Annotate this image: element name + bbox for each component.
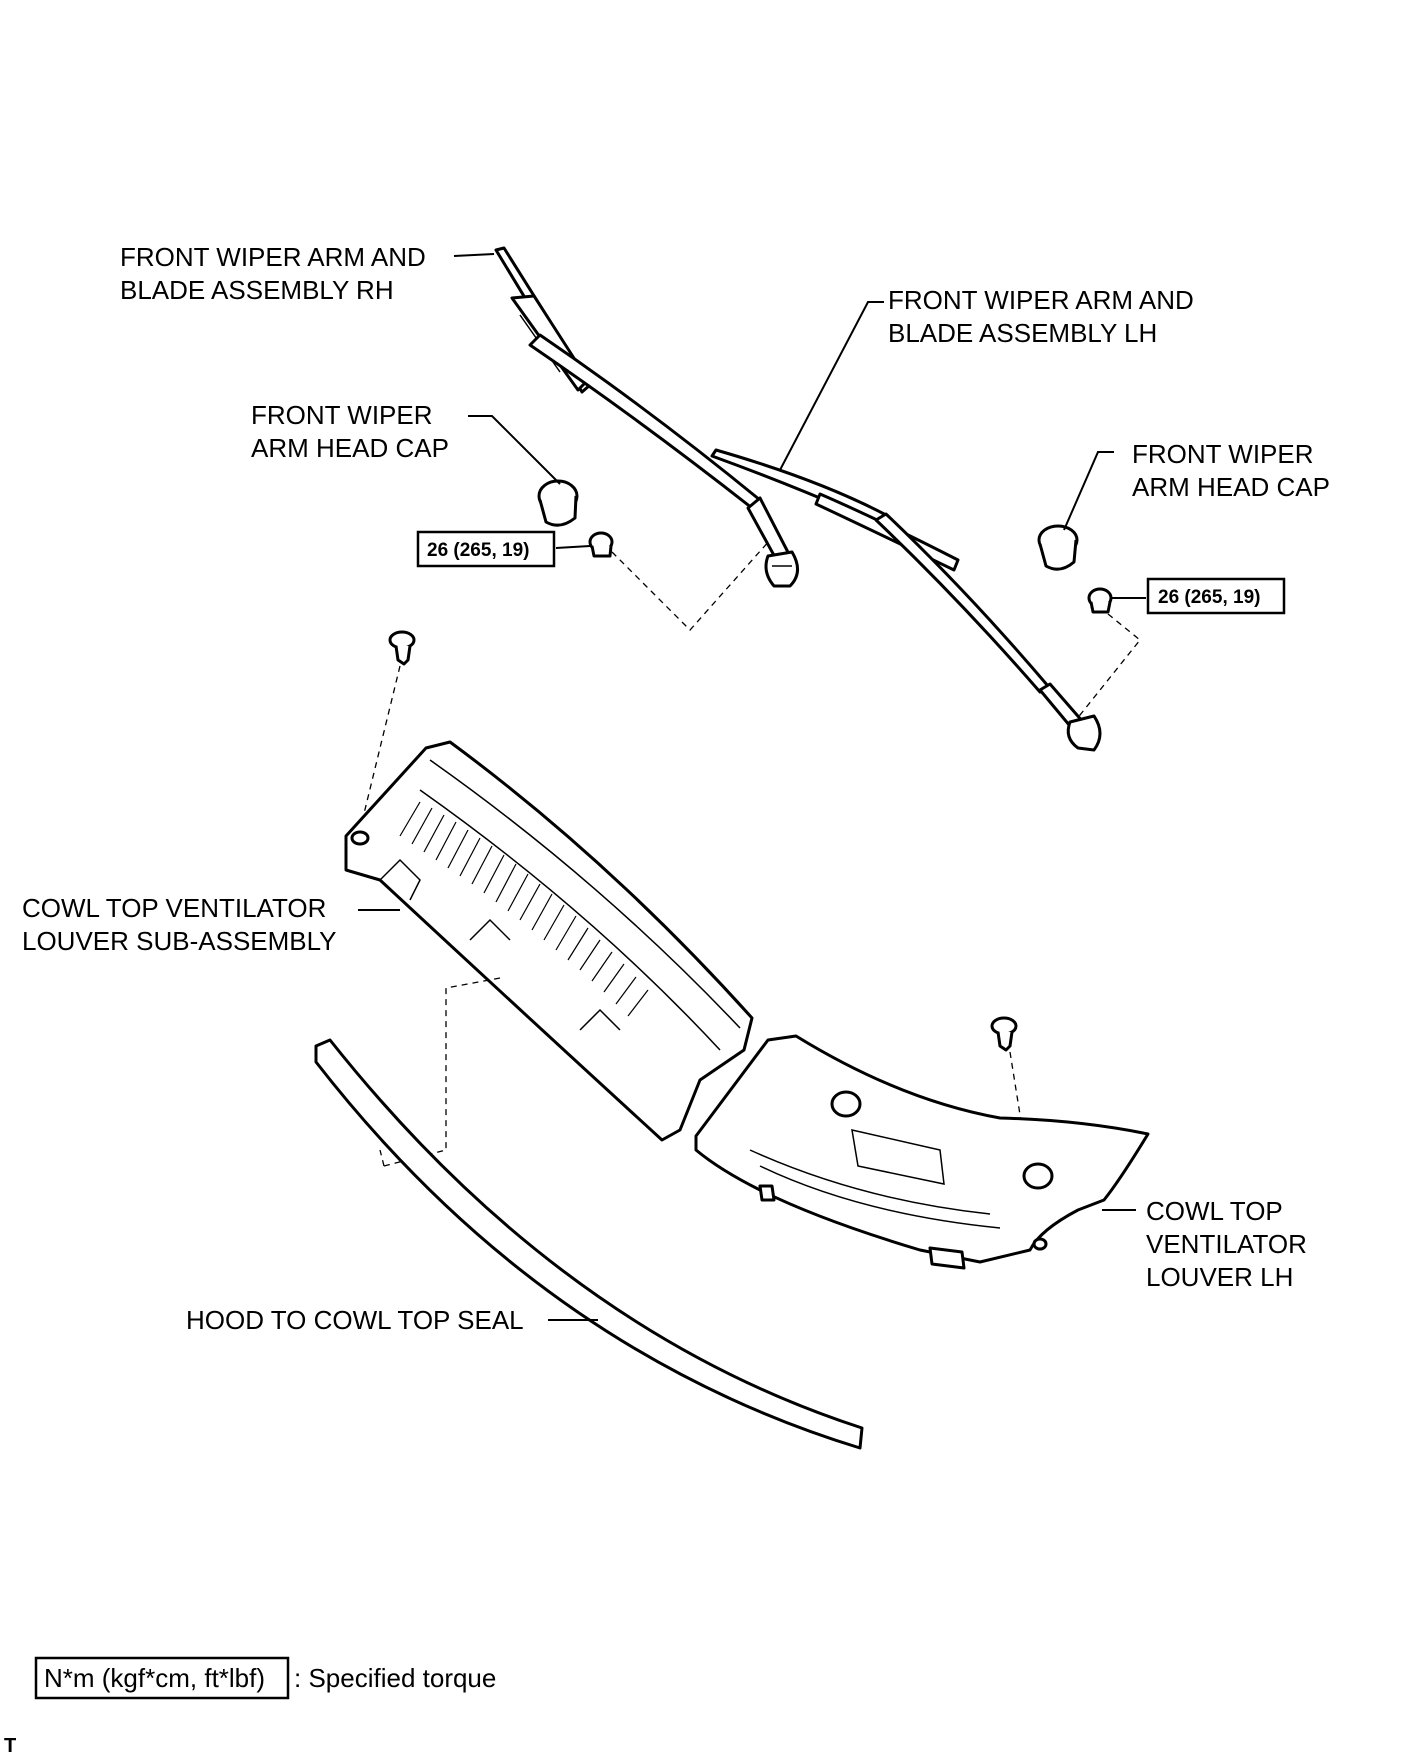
align-line-lh <box>1075 613 1141 721</box>
torque-value-lh: 26 (265, 19) <box>1158 587 1260 608</box>
arm-head-cap-rh <box>537 479 579 527</box>
label-wiper-lh-line1: FRONT WIPER ARM AND <box>888 285 1194 315</box>
leader-wiper-rh <box>453 253 495 257</box>
label-wiper-rh-line1: FRONT WIPER ARM AND <box>120 242 426 272</box>
align-line-rh <box>611 539 771 631</box>
clip-upper-left <box>388 630 416 666</box>
label-cap-rh-line2: ARM HEAD CAP <box>251 433 449 463</box>
nut-lh <box>1087 587 1113 614</box>
leader-cap-rh <box>468 415 561 485</box>
leader-wiper-lh <box>779 301 884 471</box>
label-louver-lh-line2: VENTILATOR <box>1146 1229 1307 1259</box>
hood-to-cowl-seal <box>314 1038 864 1450</box>
clip-lower-right <box>990 1016 1018 1052</box>
louver-slats <box>399 801 649 1017</box>
wiper-arm-rh <box>494 246 799 588</box>
wiper-arm-lh <box>710 448 1102 752</box>
legend-unit-box: N*m (kgf*cm, ft*lbf) <box>44 1663 265 1693</box>
legend: N*m (kgf*cm, ft*lbf) : Specified torque <box>34 1656 496 1700</box>
label-louver-lh-line3: LOUVER LH <box>1146 1262 1293 1292</box>
cowl-louver-lh <box>694 1034 1150 1270</box>
torque-value-rh: 26 (265, 19) <box>427 540 529 561</box>
leader-cap-lh <box>1063 451 1114 531</box>
label-louver-sub-line1: COWL TOP VENTILATOR <box>22 893 326 923</box>
label-wiper-lh-line2: BLADE ASSEMBLY LH <box>888 318 1157 348</box>
torque-box-lh: 26 (265, 19) <box>1146 577 1286 615</box>
label-wiper-rh-line2: BLADE ASSEMBLY RH <box>120 275 394 305</box>
label-cap-lh-line2: ARM HEAD CAP <box>1132 472 1330 502</box>
legend-description: : Specified torque <box>294 1663 496 1693</box>
label-louver-lh-line1: COWL TOP <box>1146 1196 1283 1226</box>
arm-head-cap-lh <box>1037 524 1079 571</box>
label-cap-lh-line1: FRONT WIPER <box>1132 439 1314 469</box>
leader-torque-rh <box>555 545 591 549</box>
label-louver-sub-line2: LOUVER SUB-ASSEMBLY <box>22 926 337 956</box>
label-seal: HOOD TO COWL TOP SEAL <box>186 1305 524 1335</box>
cowl-louver-sub-assembly <box>344 740 754 1142</box>
label-cap-rh-line1: FRONT WIPER <box>251 400 433 430</box>
torque-box-rh: 26 (265, 19) <box>416 530 556 568</box>
corner-mark: T <box>4 1735 16 1757</box>
nut-rh <box>588 531 614 558</box>
align-bracket-seal <box>383 977 501 1167</box>
